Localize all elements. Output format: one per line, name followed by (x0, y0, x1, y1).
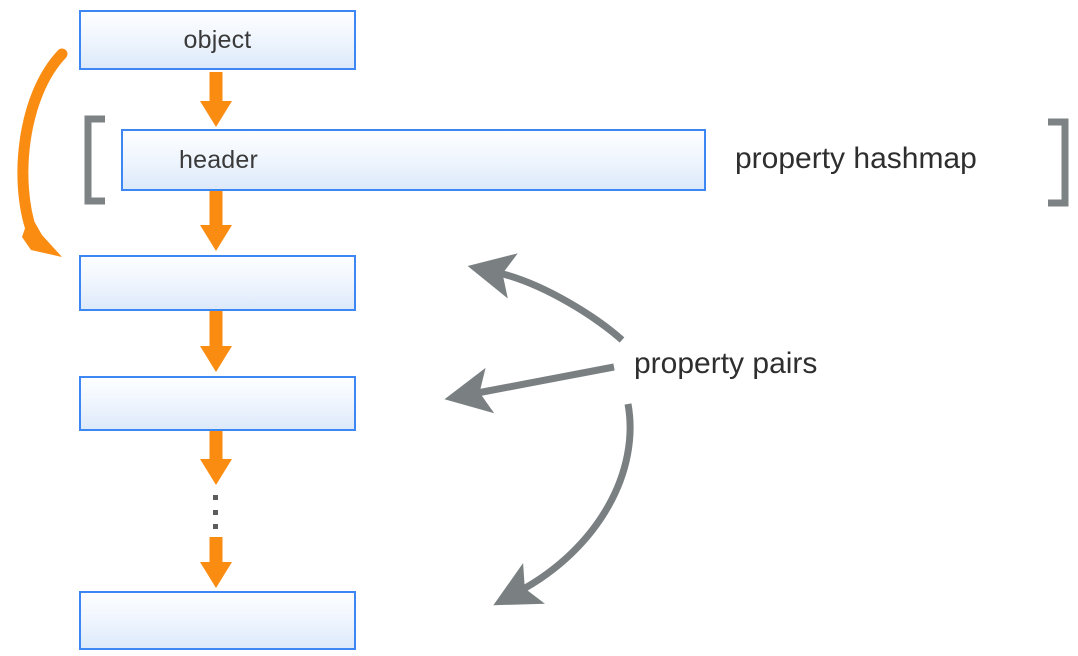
property-pairs-label: property pairs (634, 347, 818, 380)
arrow-ellipsis-to-pairn (200, 537, 232, 588)
property-pair-box-1[interactable] (79, 255, 356, 311)
arrow-pair2-to-ellipsis (200, 431, 232, 485)
object-box[interactable]: object (79, 10, 356, 70)
bracket-left (84, 115, 105, 205)
property-hashmap-label: property hashmap (735, 142, 977, 175)
arrow-header-to-pair1 (200, 191, 232, 251)
header-box-label: header (179, 145, 259, 174)
annotation-arrow-upper (467, 253, 625, 343)
header-hashmap-box[interactable]: header (121, 129, 706, 191)
arrow-object-to-chain-curved (17, 48, 68, 257)
property-pair-box-n[interactable] (79, 591, 356, 650)
bracket-right (1048, 118, 1069, 207)
object-box-label: object (183, 25, 252, 54)
annotation-arrow-middle (444, 363, 615, 414)
arrow-object-to-header (200, 72, 232, 127)
arrow-pair1-to-pair2 (200, 311, 232, 372)
annotation-arrow-lower (493, 403, 634, 606)
ellipsis-dots (213, 495, 218, 529)
property-pair-box-2[interactable] (79, 376, 356, 431)
